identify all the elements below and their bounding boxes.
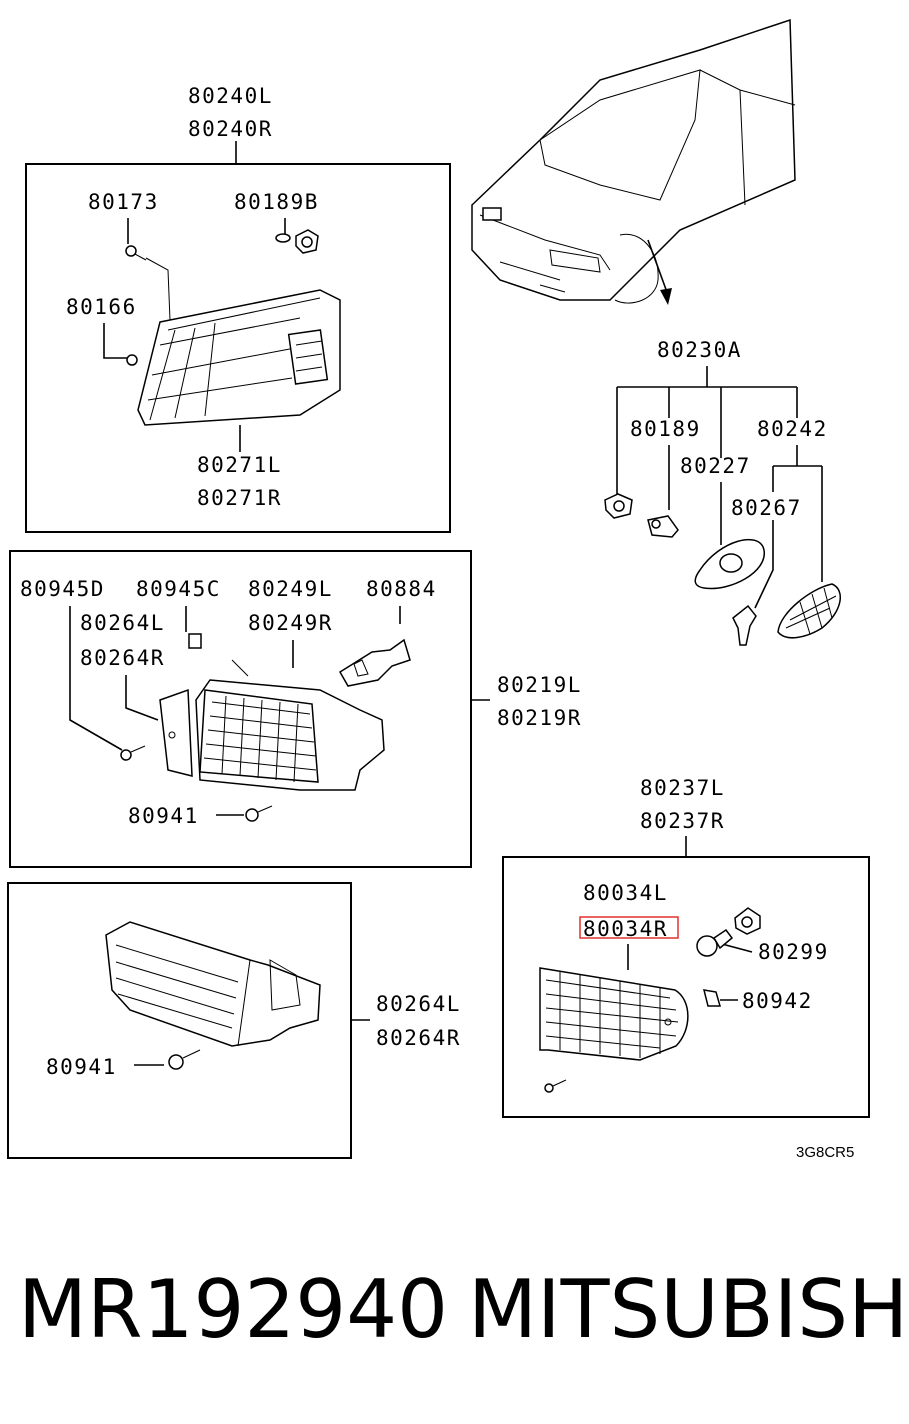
label-80942[interactable]: 80942	[742, 989, 813, 1013]
screw-80173	[125, 245, 147, 261]
fog-lamp-housing-80249	[195, 659, 385, 791]
gasket-80227	[694, 539, 765, 590]
label-80945d[interactable]: 80945D	[20, 577, 105, 601]
label-80219l[interactable]: 80219L	[497, 673, 582, 697]
fog-bulb-80884	[338, 638, 411, 687]
bumper-insert-80264	[105, 921, 321, 1047]
screw-80945d	[120, 745, 146, 761]
screw-80166	[126, 354, 138, 366]
label-80264r-lower[interactable]: 80264R	[376, 1026, 461, 1050]
clip-80945c	[188, 633, 202, 649]
screw-80941-bumper	[168, 1049, 201, 1070]
label-80240l[interactable]: 80240L	[188, 84, 273, 108]
label-80945c[interactable]: 80945C	[136, 577, 221, 601]
label-80237r[interactable]: 80237R	[640, 809, 725, 833]
label-80941-upper[interactable]: 80941	[128, 804, 199, 828]
label-80271l[interactable]: 80271L	[197, 453, 282, 477]
bracket-80264	[159, 688, 193, 777]
label-80249r[interactable]: 80249R	[248, 611, 333, 635]
label-80264l-lower[interactable]: 80264L	[376, 992, 461, 1016]
side-marker-section: 80230A 80189 80242 80227 80267	[604, 338, 842, 646]
clearance-lamp-section: 80237L 80237R 80034L 80034R 80299 80942	[502, 776, 870, 1118]
label-80264r[interactable]: 80264R	[80, 646, 165, 670]
label-80189[interactable]: 80189	[630, 417, 701, 441]
marker-lens-80242	[777, 583, 842, 639]
label-80189b[interactable]: 80189B	[234, 190, 319, 214]
socket-80189b	[275, 229, 319, 254]
corner-lamp-frame	[25, 163, 451, 533]
bumper-insert-section: 80264L 80264R 80941	[7, 882, 461, 1159]
clearance-lens-80034	[539, 967, 689, 1061]
socket-80189	[604, 493, 633, 519]
corner-lamp-section: 80240L 80240R 80173 80189B 80166 80271L …	[25, 84, 451, 533]
socket-80299	[734, 907, 761, 935]
label-80237l[interactable]: 80237L	[640, 776, 725, 800]
label-80230a[interactable]: 80230A	[657, 338, 742, 362]
clip-80942	[702, 989, 721, 1007]
screw-80034	[544, 1079, 567, 1093]
label-80242[interactable]: 80242	[757, 417, 828, 441]
bulb-80189	[647, 515, 679, 538]
label-80299[interactable]: 80299	[758, 940, 829, 964]
corner-lamp-lens	[137, 289, 341, 426]
fog-lamp-section: 80945D 80945C 80249L 80884 80264L 80249R…	[9, 550, 582, 868]
bulb-80299	[696, 928, 734, 957]
highlight-box	[579, 916, 679, 939]
label-80884[interactable]: 80884	[366, 577, 437, 601]
label-80267[interactable]: 80267	[731, 496, 802, 520]
label-80264l[interactable]: 80264L	[80, 611, 165, 635]
label-80227[interactable]: 80227	[680, 454, 751, 478]
clip-80267	[732, 604, 757, 646]
brand-name: MITSUBISHI	[468, 1263, 909, 1356]
label-80219r[interactable]: 80219R	[497, 706, 582, 730]
label-80166[interactable]: 80166	[66, 295, 137, 319]
vehicle-illustration	[471, 18, 796, 305]
label-80271r[interactable]: 80271R	[197, 486, 282, 510]
label-80173[interactable]: 80173	[88, 190, 159, 214]
label-80034l[interactable]: 80034L	[583, 881, 668, 905]
screw-80941-fog	[245, 805, 273, 822]
label-80240r[interactable]: 80240R	[188, 117, 273, 141]
fog-lamp-frame	[9, 550, 472, 868]
diagram-code: 3G8CR5	[796, 1144, 854, 1161]
part-number: MR192940	[18, 1263, 448, 1356]
label-80941-lower[interactable]: 80941	[46, 1055, 117, 1079]
label-80249l[interactable]: 80249L	[248, 577, 333, 601]
label-80034r[interactable]: 80034R	[583, 917, 668, 941]
